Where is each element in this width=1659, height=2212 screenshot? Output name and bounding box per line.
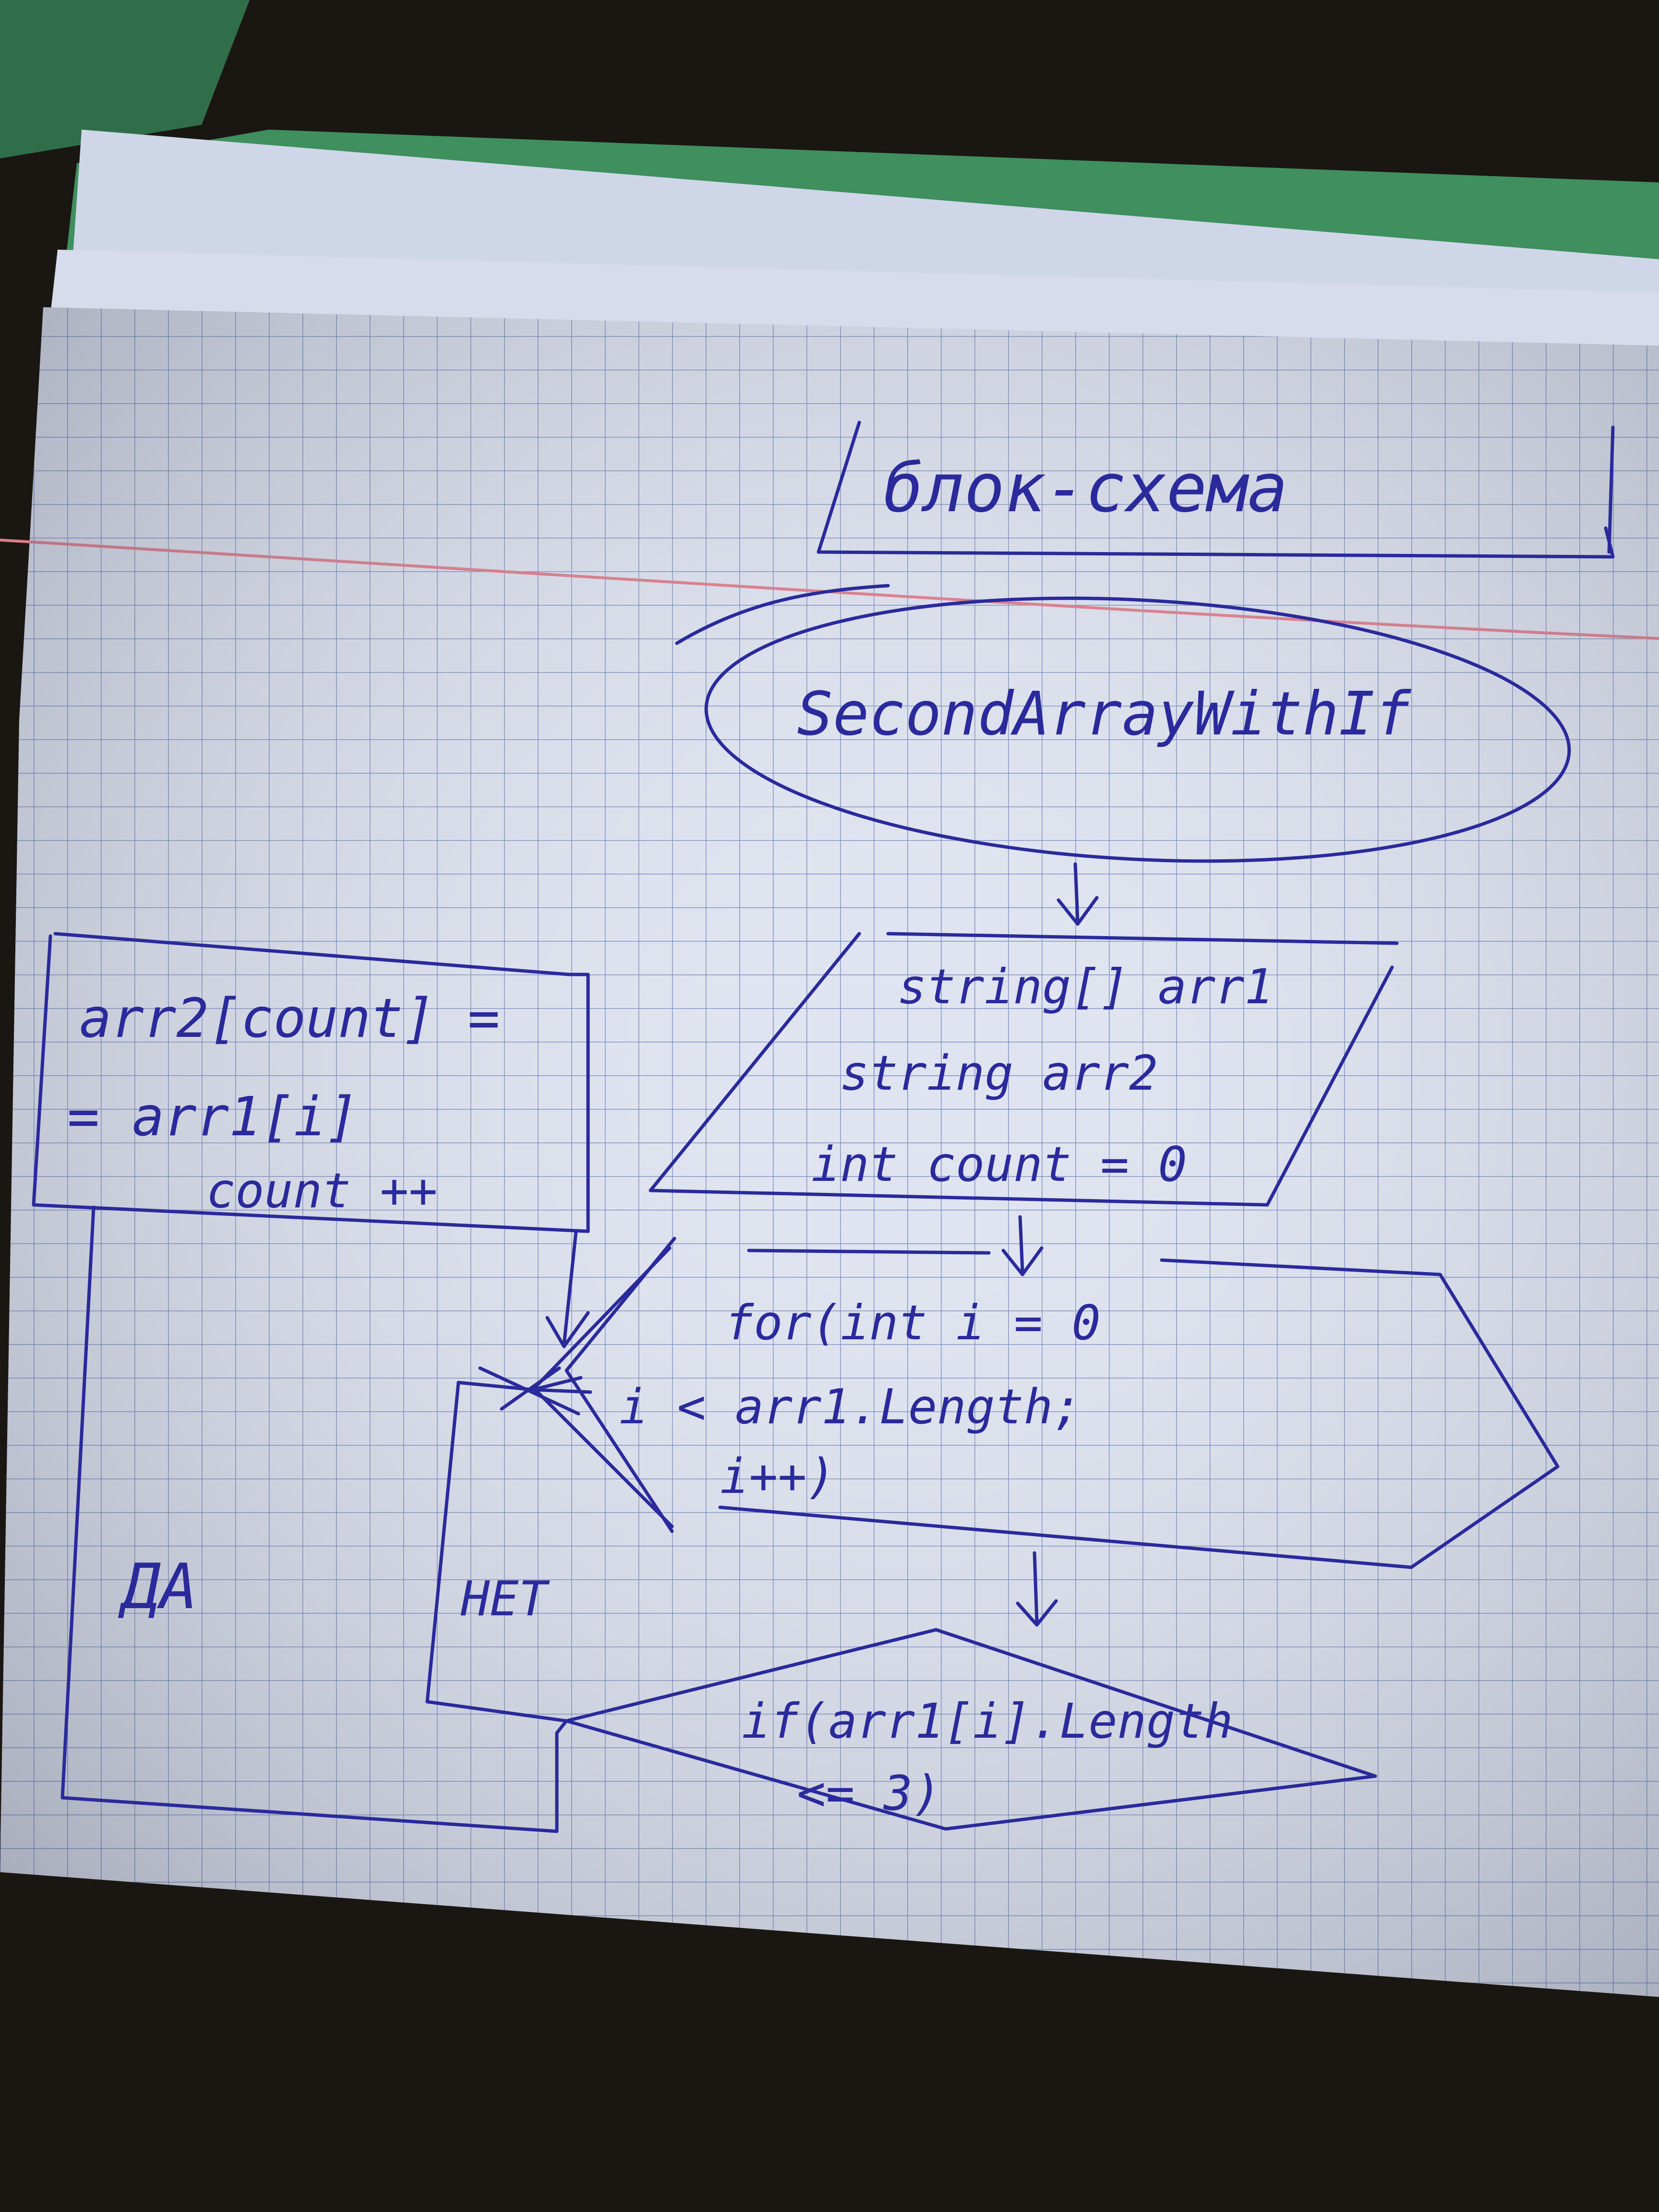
start-overstroke xyxy=(675,584,890,645)
yes-label: ДА xyxy=(118,1550,198,1623)
page-shading xyxy=(0,307,1659,1997)
arrow-assign-to-junction xyxy=(545,1229,590,1348)
arrow-start-to-decl xyxy=(1057,862,1099,926)
arrow-decl-to-loop xyxy=(1001,1215,1044,1276)
assign-block xyxy=(32,932,590,1233)
start-terminator xyxy=(704,596,1571,863)
condition-block xyxy=(565,1628,1377,1831)
cond-line-2: <= 3) xyxy=(797,1765,941,1821)
decl-line-1: string[] arr1 xyxy=(898,959,1274,1015)
loop-line-3: i++) xyxy=(720,1448,836,1504)
loop-line-2: i < arr1.Length; xyxy=(619,1379,1082,1435)
no-label: НЕТ xyxy=(460,1571,550,1627)
start-label: SecondArrayWithIf xyxy=(797,679,1411,749)
loop-return-lines xyxy=(531,1246,674,1528)
decl-line-2: string arr2 xyxy=(840,1045,1158,1101)
decl-line-3: int count = 0 xyxy=(811,1136,1187,1192)
assign-line-3: count ++ xyxy=(206,1163,438,1219)
green-corner xyxy=(0,0,250,158)
diagram-title: блок-схема xyxy=(883,449,1288,528)
junction-cross xyxy=(478,1366,580,1416)
loop-line-1: for(int i = 0 xyxy=(725,1295,1101,1351)
cond-line-1: if(arr1[i].Length xyxy=(742,1693,1233,1749)
declarations-block xyxy=(649,932,1399,1207)
arrow-loop-to-cond xyxy=(1016,1551,1058,1627)
yes-path xyxy=(60,1205,568,1833)
no-path xyxy=(425,1381,568,1723)
junction-arrowhead xyxy=(531,1376,592,1394)
title-bracket-right xyxy=(1607,425,1615,554)
assign-line-2: = arr1[i] xyxy=(67,1086,359,1148)
assign-line-1: arr2[count] = xyxy=(79,987,500,1050)
